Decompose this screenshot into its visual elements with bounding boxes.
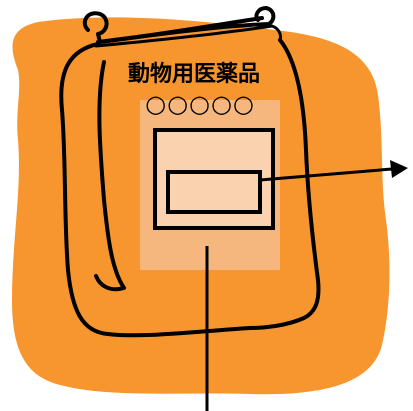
label-inner-box	[168, 172, 260, 212]
package-title: 動物用医薬品	[128, 61, 260, 87]
product-name-placeholder: ○○○○○	[145, 90, 255, 118]
arrow-right-head-icon	[390, 160, 408, 178]
